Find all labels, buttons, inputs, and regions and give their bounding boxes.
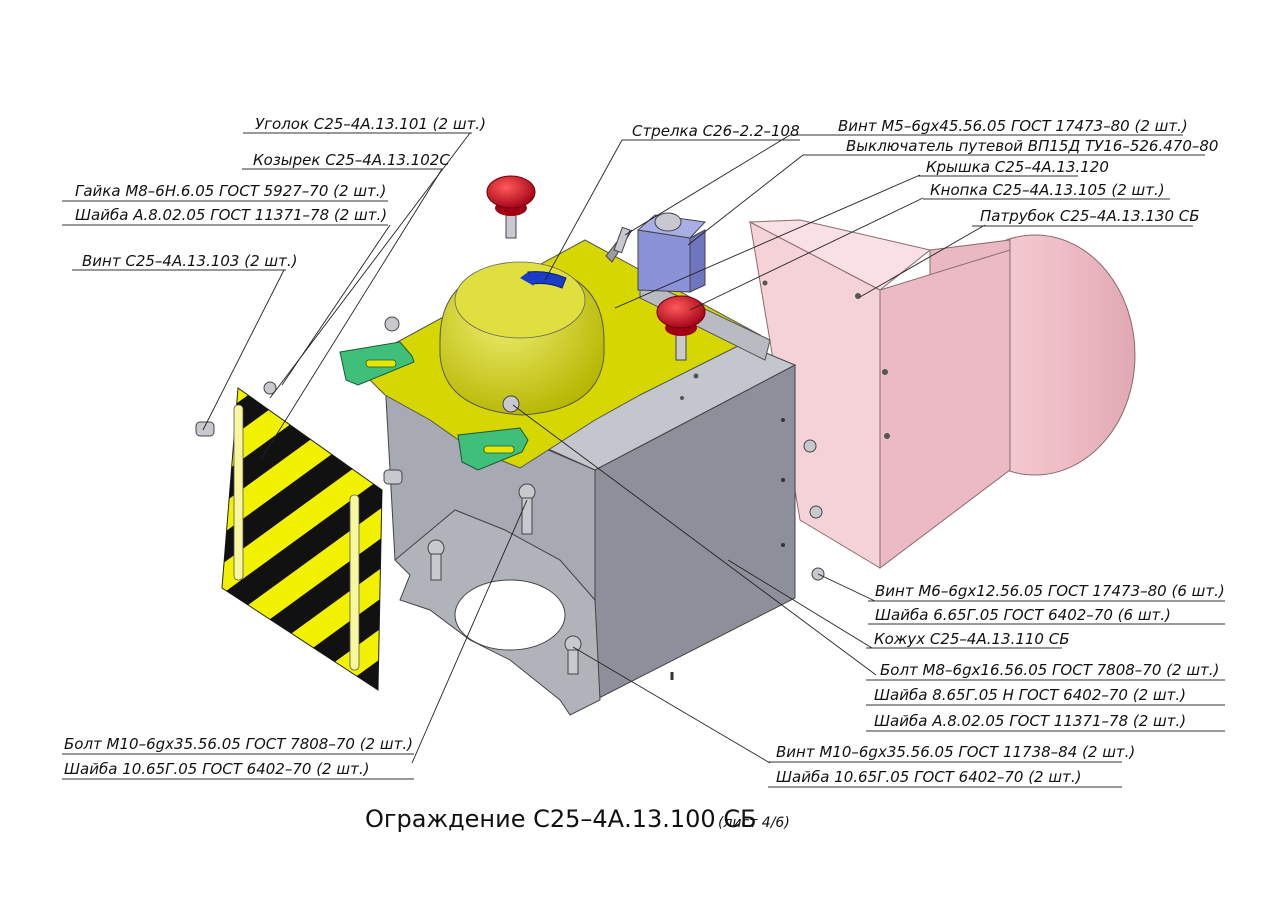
label-screw-103: Винт С25–4А.13.103 (2 шт.) xyxy=(82,252,298,270)
bracket-lower xyxy=(457,427,529,471)
label-knob: Кнопка С25–4А.13.105 (2 шт.) xyxy=(930,181,1165,199)
label-bracket: Уголок С25–4А.13.101 (2 шт.) xyxy=(255,115,486,133)
label-washer-a8-left: Шайба А.8.02.05 ГОСТ 11371–78 (2 шт.) xyxy=(75,206,387,224)
label-screw-m5: Винт М5–6gх45.56.05 ГОСТ 17473–80 (2 шт.… xyxy=(838,117,1188,135)
label-bolt-m10: Болт М10–6gх35.56.05 ГОСТ 7808–70 (2 шт.… xyxy=(64,735,413,753)
leader-lines xyxy=(202,132,986,764)
label-screw-m10: Винт М10–6gх35.56.05 ГОСТ 11738–84 (2 шт… xyxy=(776,743,1135,761)
label-washer-10-left: Шайба 10.65Г.05 ГОСТ 6402–70 (2 шт.) xyxy=(64,760,369,778)
label-washer-6: Шайба 6.65Г.05 ГОСТ 6402–70 (6 шт.) xyxy=(875,606,1171,624)
knob-lid xyxy=(656,295,706,361)
label-nozzle: Патрубок С25–4А.13.130 СБ xyxy=(980,207,1200,225)
label-housing: Кожух С25–4А.13.110 СБ xyxy=(874,630,1070,648)
sheet-number: (лист 4/6) xyxy=(718,815,790,831)
label-limit-switch: Выключатель путевой ВП15Д ТУ16–526.470–8… xyxy=(846,137,1218,155)
lid-part xyxy=(354,239,771,469)
label-visor: Козырек С25–4А.13.102С xyxy=(253,151,450,169)
label-nut-m8: Гайка М8–6Н.6.05 ГОСТ 5927–70 (2 шт.) xyxy=(75,182,386,200)
label-screw-m6: Винт М6–6gх12.56.05 ГОСТ 17473–80 (6 шт.… xyxy=(875,582,1225,600)
drawing-title: Ограждение С25–4А.13.100 СБ xyxy=(365,805,757,833)
label-washer-8: Шайба 8.65Г.05 Н ГОСТ 6402–70 (2 шт.) xyxy=(874,686,1186,704)
nozzle-part xyxy=(748,219,1136,570)
label-washer-a8-right: Шайба А.8.02.05 ГОСТ 11371–78 (2 шт.) xyxy=(874,712,1186,730)
label-bolt-m8: Болт М8–6gх16.56.05 ГОСТ 7808–70 (2 шт.) xyxy=(880,661,1219,679)
label-washer-10-right: Шайба 10.65Г.05 ГОСТ 6402–70 (2 шт.) xyxy=(776,768,1081,786)
label-lid: Крышка С25–4А.13.120 xyxy=(926,158,1109,176)
label-underlines xyxy=(62,132,1225,788)
knob-top xyxy=(486,175,536,239)
label-arrow: Стрелка С26–2.2–108 xyxy=(632,122,800,140)
bracket-upper xyxy=(339,341,415,386)
